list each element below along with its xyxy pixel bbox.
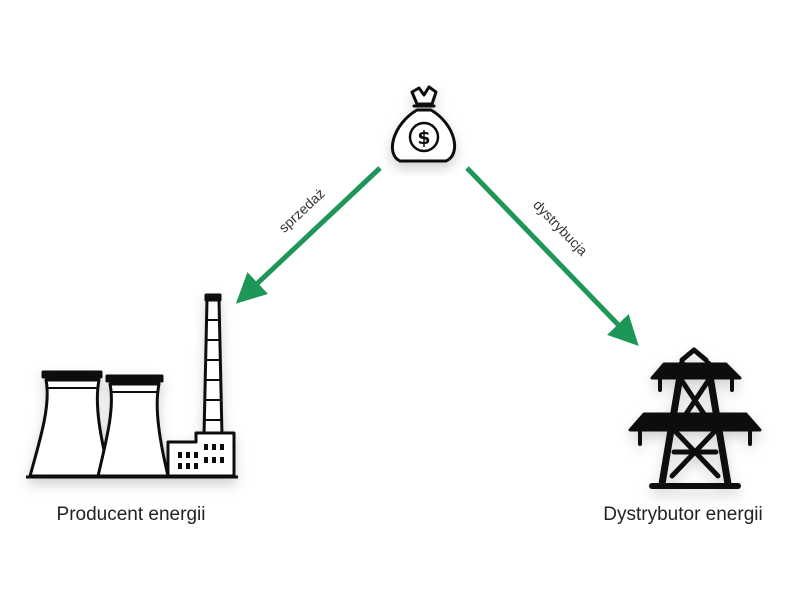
power-plant-icon: [26, 293, 238, 479]
distributor-label: Dystrybutor energii: [603, 504, 762, 525]
arrow-sales: [235, 166, 382, 304]
edge-label-distribution: dystrybucja: [530, 197, 591, 259]
transmission-tower-icon: [628, 347, 762, 489]
edge-label-sales: sprzedaż: [275, 185, 327, 235]
svg-text:$: $: [417, 127, 430, 149]
arrow-distribution: [465, 166, 639, 346]
money-bag-dollar-icon: $: [390, 85, 457, 163]
producer-label: Producent energii: [57, 504, 206, 525]
